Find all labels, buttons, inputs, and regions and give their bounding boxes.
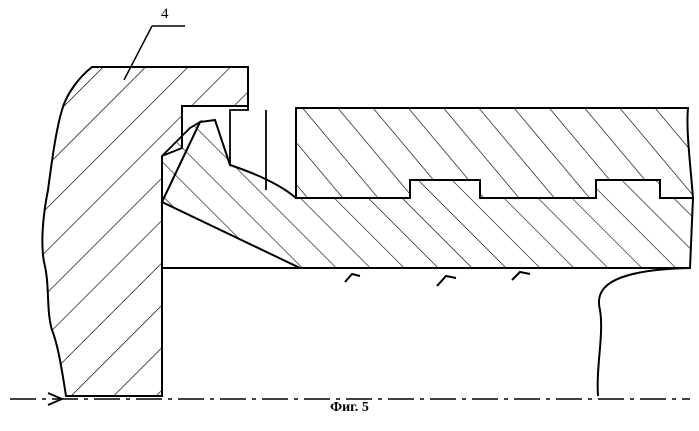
figure-caption: Фиг. 5 (0, 400, 699, 416)
left-body-part (42, 67, 248, 396)
break-line-right (598, 268, 690, 396)
contact-marks (345, 272, 530, 286)
part-number-label: 4 (161, 6, 169, 23)
